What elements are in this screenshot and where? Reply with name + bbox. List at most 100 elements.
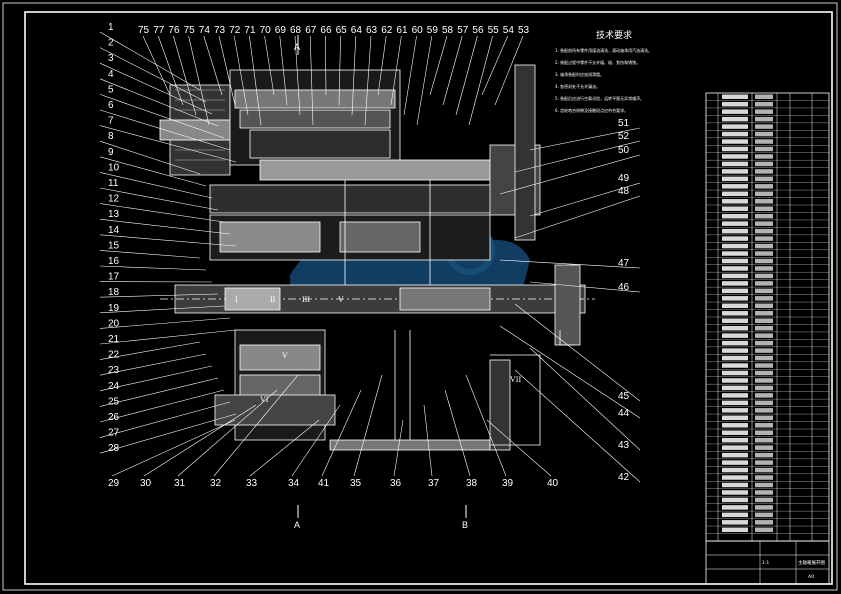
bom-cell-text [722,311,748,316]
leader-bottom-29 [111,419,236,477]
leader-left-25 [99,377,219,407]
bom-cell-text [722,131,748,137]
leader-right-50 [499,154,641,195]
note-line-6: 6. 齿轮啮合侧隙及接触斑点应符合要求。 [555,107,628,113]
callout-left-8: 8 [108,131,114,142]
leader-top-6 [233,35,249,116]
bom-cell-text [722,273,748,279]
left-callouts: 1234567891011121314151617181920212223242… [99,22,237,454]
section-mark-a-bottom: A [294,520,300,530]
bom-cell-text [755,475,773,480]
bom-cell-text [755,109,773,114]
bom-cell-text [722,139,748,144]
callout-left-5: 5 [108,84,114,95]
bom-cell-text [722,221,748,226]
leader-top-18 [403,35,417,116]
callout-left-23: 23 [108,365,120,376]
leader-right-46 [529,281,641,293]
bom-cell-text [755,408,773,413]
callout-right-52: 52 [618,131,630,142]
callout-right-43: 43 [618,440,630,451]
leader-bottom-31 [177,389,278,477]
callout-bottom-31: 31 [174,478,186,489]
leader-left-23 [99,353,207,376]
bom-cell-text [755,452,773,458]
bom-cell-text [755,512,773,518]
bom-cell-text [755,169,773,174]
leader-right-48 [514,195,641,239]
bom-cell-text [755,258,773,264]
leader-top-7 [249,35,262,126]
leader-top-10 [294,35,301,116]
bom-cell-text [722,497,748,503]
callout-bottom-33: 33 [246,478,258,489]
leader-left-7 [99,125,237,163]
callout-top-24: 54 [503,25,515,36]
bom-cell-text [722,527,748,533]
leader-bottom-34 [291,404,341,477]
leader-right-51 [529,127,641,151]
callout-top-20: 58 [442,25,454,36]
leader-bottom-35 [353,374,383,477]
callout-bottom-39: 39 [502,478,514,489]
bom-cell-text [722,281,748,286]
bom-cell-text [722,116,748,122]
bom-cell-text [755,423,773,428]
bom-cell-text [755,437,773,443]
callout-top-17: 61 [396,25,408,36]
bom-cell-text [722,243,748,249]
shaft-label-5b: V [282,351,288,360]
bom-cell-text [722,199,748,204]
bom-cell-text [755,430,773,435]
callout-left-4: 4 [108,69,114,80]
bom-cell-text [755,221,773,226]
leader-left-1 [99,31,201,91]
leader-top-3 [188,35,210,126]
leader-left-28 [99,413,237,454]
bom-cell-text [755,191,773,197]
note-line-2: 2. 装配过程中零件不允许磕、碰、划伤和锈蚀。 [555,59,640,65]
callout-top-21: 57 [457,25,469,36]
bom-cell-text [755,101,773,107]
bom-cell-text [755,378,773,383]
leader-left-21 [99,329,237,345]
callout-left-17: 17 [108,272,120,283]
callout-left-18: 18 [108,287,120,298]
leader-right-44 [499,325,641,419]
callout-left-15: 15 [108,240,120,251]
callout-right-48: 48 [618,186,630,197]
bom-cell-text [722,467,748,473]
section-marks: A A B [294,35,468,530]
note-line-4: 4. 各密封处不允许漏油。 [555,83,600,89]
note-line-1: 1. 装配前所有零件用煤油清洗，滚动轴承用汽油清洗。 [555,47,652,53]
callout-bottom-30: 30 [140,478,152,489]
bom-cell-text [722,408,748,413]
bom-cell-text [755,348,773,353]
bom-cell-text [755,139,773,144]
leader-left-16 [99,265,207,271]
bom-cell-text [722,415,748,421]
bom-cell-text [722,520,748,525]
callout-left-12: 12 [108,194,120,205]
leader-top-9 [279,35,288,106]
bom-cell-text [755,281,773,286]
bom-cell-text [722,146,748,152]
callout-top-6: 72 [229,25,241,36]
technical-notes: 技术要求 1. 装配前所有零件用煤油清洗，滚动轴承用汽油清洗。 2. 装配过程中… [555,29,652,113]
note-line-3: 3. 轴承装配时应加润滑脂。 [555,71,604,77]
bom-cell-text [755,124,773,129]
callout-right-46: 46 [618,282,630,293]
callout-right-42: 42 [618,472,630,483]
callout-bottom-29: 29 [108,478,120,489]
leader-left-13 [99,218,231,235]
leader-top-12 [325,35,327,96]
leader-left-12 [99,203,225,223]
bom-cell-text [755,445,773,450]
leader-left-9 [99,156,207,187]
bom-cell-text [722,385,748,391]
bom-cell-text [722,266,748,271]
bom-cell-text [722,109,748,114]
bom-cell-text [722,460,748,465]
